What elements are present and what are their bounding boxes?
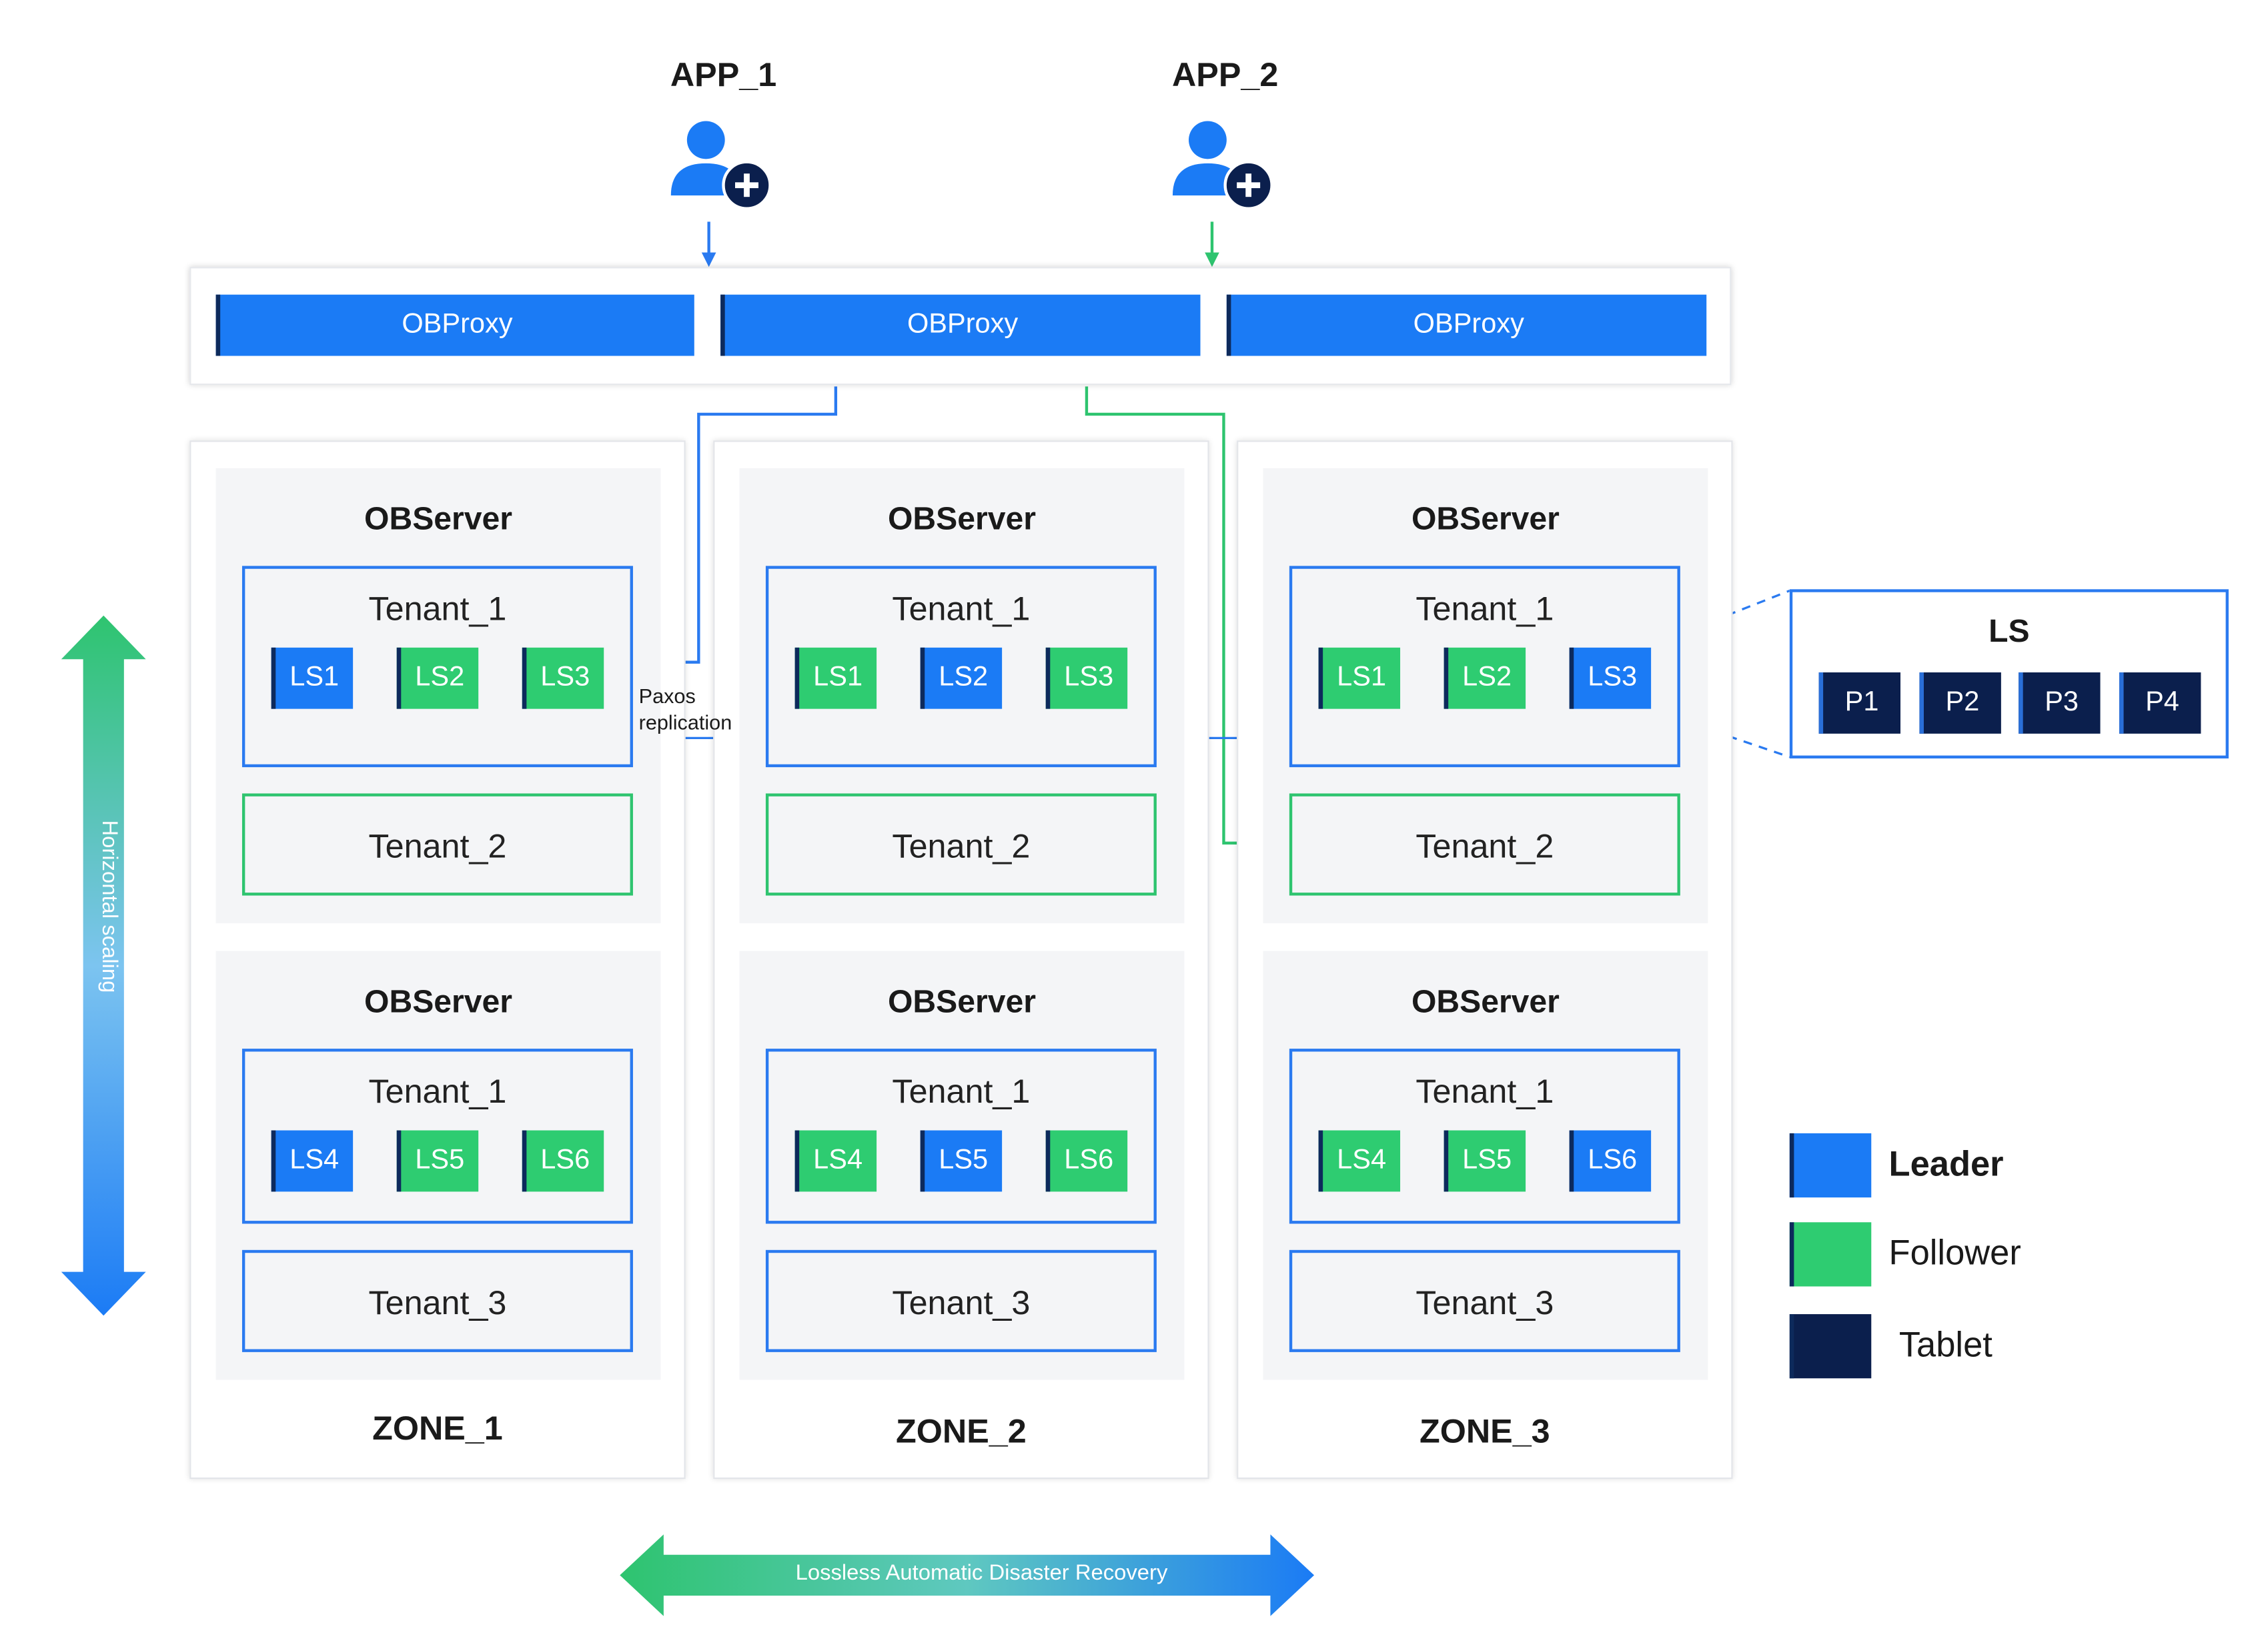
ls-follower: LS2 [1444, 647, 1526, 709]
observer-title: OBServer [887, 983, 1036, 1020]
obproxy-3: OBProxy [1226, 294, 1707, 356]
ls-follower: LS3 [522, 647, 604, 709]
ls-leader: LS3 [1569, 647, 1652, 709]
tenant-title: Tenant_1 [892, 589, 1031, 628]
observer: OBServer Tenant_1 LS4 LS5 LS6 Tenant_3 [215, 951, 661, 1380]
ls-follower: LS6 [1045, 1130, 1128, 1192]
legend-tablet-label: Tablet [1898, 1325, 1993, 1365]
ls-follower: LS4 [1318, 1130, 1401, 1192]
tenant-2: Tenant_2 [1289, 793, 1680, 896]
ls-leader: LS1 [271, 647, 354, 709]
tenant-1: Tenant_1 LS1 LS2 LS3 [241, 566, 633, 768]
observer-title: OBServer [364, 500, 513, 537]
ls-follower: LS5 [1444, 1130, 1526, 1192]
observer-title: OBServer [364, 983, 513, 1020]
ls-leader: LS4 [271, 1130, 354, 1192]
observer-title: OBServer [1411, 983, 1560, 1020]
tenant-title: Tenant_1 [1415, 589, 1554, 628]
tenant-title: Tenant_2 [1415, 827, 1554, 865]
tenant-title: Tenant_2 [368, 827, 507, 865]
zone-3: OBServer Tenant_1 LS1 LS2 LS3 Tenant_2 O… [1237, 440, 1733, 1480]
zone-label: ZONE_3 [1420, 1412, 1550, 1450]
tenant-title: Tenant_1 [368, 589, 507, 628]
paxos-label-line1: Paxos [638, 684, 696, 708]
tenant-1: Tenant_1 LS1 LS2 LS3 [1289, 566, 1680, 768]
horizontal-scaling-arrow [61, 615, 146, 1316]
ls-follower: LS2 [396, 647, 479, 709]
obproxy-2: OBProxy [720, 294, 1201, 356]
tenant-title: Tenant_1 [1415, 1072, 1554, 1110]
horizontal-scaling-label: Horizontal scaling [97, 820, 122, 993]
tenant-title: Tenant_1 [892, 1072, 1031, 1110]
app-1-label: APP_1 [670, 55, 777, 93]
obproxy-1: OBProxy [215, 294, 694, 356]
paxos-replication-label: Paxos replication [639, 682, 732, 735]
observer: OBServer Tenant_1 LS1 LS2 LS3 Tenant_2 [215, 468, 661, 924]
ls-follower: LS6 [522, 1130, 604, 1192]
tenant-title: Tenant_2 [892, 827, 1031, 865]
observer-title: OBServer [887, 500, 1036, 537]
legend-leader-swatch [1789, 1133, 1872, 1198]
tenant-1: Tenant_1 LS4 LS5 LS6 [765, 1049, 1157, 1224]
tablet-p1: P1 [1818, 672, 1901, 734]
observer: OBServer Tenant_1 LS1 LS2 LS3 Tenant_2 [1263, 468, 1708, 924]
observer: OBServer Tenant_1 LS1 LS2 LS3 Tenant_2 [739, 468, 1185, 924]
observer-title: OBServer [1411, 500, 1560, 537]
ls-follower: LS1 [794, 647, 877, 709]
zone-2: OBServer Tenant_1 LS1 LS2 LS3 Tenant_2 O… [713, 440, 1209, 1480]
legend-tablet-swatch [1789, 1314, 1872, 1379]
tenant-1: Tenant_1 LS1 LS2 LS3 [765, 566, 1157, 768]
zone-label: ZONE_1 [372, 1409, 503, 1448]
tenant-title: Tenant_3 [1415, 1283, 1554, 1321]
observer: OBServer Tenant_1 LS4 LS5 LS6 Tenant_3 [739, 951, 1185, 1380]
ls-follower: LS3 [1045, 647, 1128, 709]
legend-follower-swatch [1789, 1222, 1872, 1287]
ls-detail-panel: LS P1 P2 P3 P4 [1789, 589, 2229, 758]
app-2-label: APP_2 [1171, 55, 1279, 93]
disaster-recovery-label: Lossless Automatic Disaster Recovery [795, 1560, 1168, 1586]
zone-1: OBServer Tenant_1 LS1 LS2 LS3 Tenant_2 O… [189, 440, 686, 1480]
ls-follower: LS1 [1318, 647, 1401, 709]
zone-label: ZONE_2 [896, 1412, 1027, 1450]
tenant-title: Tenant_3 [892, 1283, 1031, 1321]
ls-leader: LS2 [920, 647, 1003, 709]
paxos-label-line2: replication [638, 710, 732, 734]
tenant-2: Tenant_2 [765, 793, 1157, 896]
observer: OBServer Tenant_1 LS4 LS5 LS6 Tenant_3 [1263, 951, 1708, 1380]
disaster-recovery-arrow [620, 1534, 1315, 1616]
ls-leader: LS6 [1569, 1130, 1652, 1192]
ls-leader: LS5 [920, 1130, 1003, 1192]
user-add-icon [1167, 117, 1283, 211]
legend-follower-label: Follower [1888, 1233, 2021, 1273]
user-add-icon [665, 117, 782, 211]
tenant-3: Tenant_3 [241, 1249, 633, 1352]
tenant-1: Tenant_1 LS4 LS5 LS6 [241, 1049, 633, 1224]
tablet-p4: P4 [2119, 672, 2201, 734]
tenant-title: Tenant_1 [368, 1072, 507, 1110]
tenant-1: Tenant_1 LS4 LS5 LS6 [1289, 1049, 1680, 1224]
tenant-3: Tenant_3 [1289, 1249, 1680, 1352]
ls-follower: LS5 [396, 1130, 479, 1192]
ls-detail-title: LS [1989, 612, 2030, 649]
tenant-title: Tenant_3 [368, 1283, 507, 1321]
tablet-p3: P3 [2019, 672, 2101, 734]
tenant-2: Tenant_2 [241, 793, 633, 896]
tablet-p2: P2 [1919, 672, 2001, 734]
app-2: APP_2 [1109, 55, 1342, 211]
ls-follower: LS4 [794, 1130, 877, 1192]
tenant-3: Tenant_3 [765, 1249, 1157, 1352]
legend-leader-label: Leader [1888, 1145, 2004, 1185]
app-1: APP_1 [607, 55, 840, 211]
